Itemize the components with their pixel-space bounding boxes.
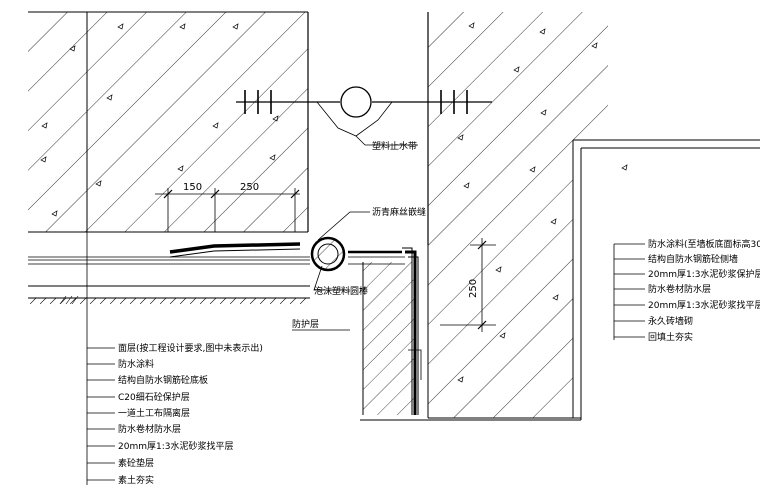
dimension-250: 250 bbox=[240, 182, 259, 193]
floor-layer-6: 防水卷材防水层 bbox=[118, 423, 181, 435]
label-foam-rod: 泡沫塑料圆棒 bbox=[314, 285, 368, 297]
wall-layer-6: 永久砖墙砌 bbox=[648, 315, 693, 327]
wall-layer-4: 防水卷材防水层 bbox=[648, 283, 711, 295]
floor-layer-7: 20mm厚1:3水泥砂浆找平层 bbox=[118, 440, 233, 452]
wall-layer-5: 20mm厚1:3水泥砂浆找平层 bbox=[648, 299, 760, 311]
dimension-lines bbox=[155, 188, 496, 332]
floor-layer-5: 一道土工布隔离层 bbox=[118, 407, 190, 419]
floor-layer-2: 防水涂料 bbox=[118, 358, 154, 370]
floor-layer-3: 结构自防水钢筋砼底板 bbox=[118, 374, 208, 386]
plastic-waterstop bbox=[236, 86, 492, 146]
wall-layer-1: 防水涂料(至墙板底面标高300mm) bbox=[648, 238, 760, 250]
floor-layer-8: 素砼垫层 bbox=[118, 457, 154, 469]
wall-layer-3: 20mm厚1:3水泥砂浆保护层 bbox=[648, 268, 760, 280]
label-asphalt-joint: 沥青麻丝嵌缝 bbox=[372, 206, 426, 218]
waterproof-membrane bbox=[169, 242, 422, 415]
dimension-250-vertical: 250 bbox=[468, 279, 479, 298]
floor-layer-9: 素土夯实 bbox=[118, 474, 154, 486]
label-plastic-waterstop: 塑料止水带 bbox=[372, 140, 417, 152]
soil-hatch bbox=[59, 295, 79, 305]
label-protective-layer: 防护层 bbox=[292, 318, 319, 330]
leader-lines bbox=[86, 211, 645, 485]
floor-slab bbox=[28, 231, 405, 306]
right-concrete-wall bbox=[360, 12, 760, 421]
floor-layer-1: 面层(按工程设计要求,图中未表示出) bbox=[118, 342, 263, 354]
floor-layer-4: C20细石砼保护层 bbox=[118, 391, 190, 403]
wall-layer-7: 回填土夯实 bbox=[648, 331, 693, 343]
dimension-150: 150 bbox=[183, 182, 202, 193]
protective-brick-wall bbox=[362, 262, 416, 415]
concrete-aggregate bbox=[40, 22, 628, 383]
foam-rod bbox=[310, 236, 346, 272]
wall-layer-2: 结构自防水钢筋砼侧墙 bbox=[648, 253, 738, 265]
